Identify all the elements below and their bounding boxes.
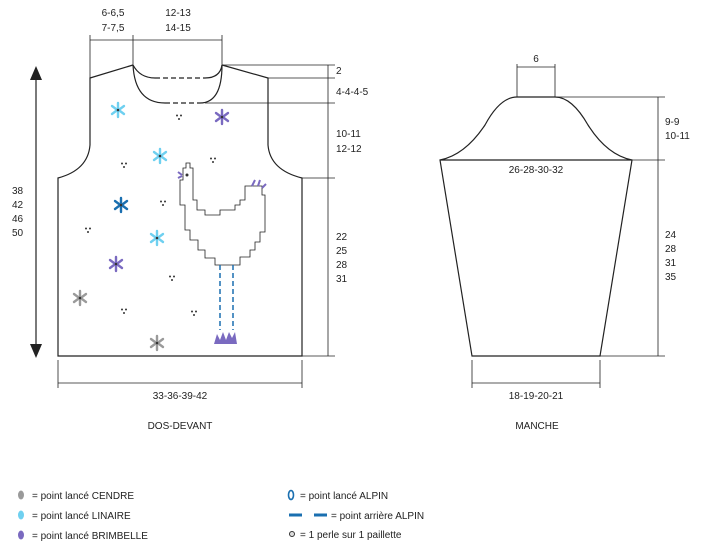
flower-linaire — [110, 101, 126, 119]
front-neckline — [132, 64, 223, 104]
sleeve-outline — [439, 96, 633, 357]
sleeve-top-width: 6 — [533, 54, 539, 65]
sleeve-height: 35 — [665, 272, 677, 283]
armhole-height: 12-12 — [336, 144, 362, 155]
body-height: 22 — [336, 232, 348, 243]
legend-label: = point lancé CENDRE — [32, 491, 134, 502]
sleeve-bottom-width: 18-19-20-21 — [509, 391, 564, 402]
neck-dashed — [155, 77, 205, 104]
legend-label: = point lancé BRIMBELLE — [32, 531, 148, 542]
shoulder-height: 2 — [336, 66, 342, 77]
front-title: DOS-DEVANT — [148, 421, 213, 432]
sleeve-top-dimension — [516, 64, 556, 97]
shoulder-width: 7-7,5 — [102, 23, 125, 34]
flower-brimbelle — [108, 255, 124, 273]
cap-height: 9-9 — [665, 117, 680, 128]
alpin-icon — [287, 489, 295, 501]
back-neckline — [132, 64, 223, 79]
legend-label: = point lancé ALPIN — [300, 491, 388, 502]
embroidery — [72, 101, 230, 352]
sleeve-piece: 6 9-9 10-11 26-28-30-32 24 28 31 35 18-1… — [439, 54, 690, 432]
body-height: 25 — [336, 246, 348, 257]
right-dimension — [205, 64, 335, 357]
armhole-height: 10-11 — [336, 129, 361, 140]
legend-label: = point arrière ALPIN — [331, 511, 424, 522]
sleeve-right-dimension — [555, 96, 665, 357]
top-dimension — [89, 35, 223, 78]
legend-label: = point lancé LINAIRE — [32, 511, 131, 522]
total-height: 46 — [12, 214, 24, 225]
brimbelle-icon — [18, 530, 24, 540]
sleeve-height: 31 — [665, 258, 677, 269]
sleeve-bottom-dimension — [471, 360, 601, 388]
flower-cendre — [72, 289, 88, 307]
flower-linaire — [149, 229, 165, 247]
total-height: 50 — [12, 228, 24, 239]
sleeve-height: 28 — [665, 244, 677, 255]
sleeve-height: 24 — [665, 230, 677, 241]
flower-cendre — [149, 334, 165, 352]
neck-width: 14-15 — [165, 23, 191, 34]
bottom-dimension — [57, 360, 303, 388]
neck-width: 12-13 — [165, 8, 191, 19]
rooster-motif — [177, 162, 267, 344]
cap-width: 26-28-30-32 — [509, 165, 564, 176]
flower-brimbelle — [214, 108, 230, 126]
sleeve-title: MANCHE — [515, 421, 559, 432]
bead-icon — [289, 531, 295, 537]
legend-label: = 1 perle sur 1 paillette — [300, 530, 402, 541]
body-height: 28 — [336, 260, 348, 271]
shoulder-width: 6-6,5 — [102, 8, 125, 19]
linaire-icon — [18, 510, 24, 520]
cap-height: 10-11 — [665, 131, 690, 142]
total-height: 38 — [12, 186, 24, 197]
total-height-arrow — [30, 66, 42, 358]
body-height: 31 — [336, 274, 348, 285]
front-width: 33-36-39-42 — [153, 391, 208, 402]
front-piece: 6-6,5 7-7,5 12-13 14-15 2 4-4-4-5 10-11 … — [12, 8, 369, 432]
cendre-icon — [18, 490, 24, 500]
front-outline — [57, 64, 303, 357]
flower-linaire — [152, 147, 168, 165]
legend: = point lancé CENDRE = point lancé LINAI… — [18, 489, 424, 542]
neck-depth: 4-4-4-5 — [336, 87, 369, 98]
flower-alpin — [113, 196, 129, 214]
total-height: 42 — [12, 200, 24, 211]
